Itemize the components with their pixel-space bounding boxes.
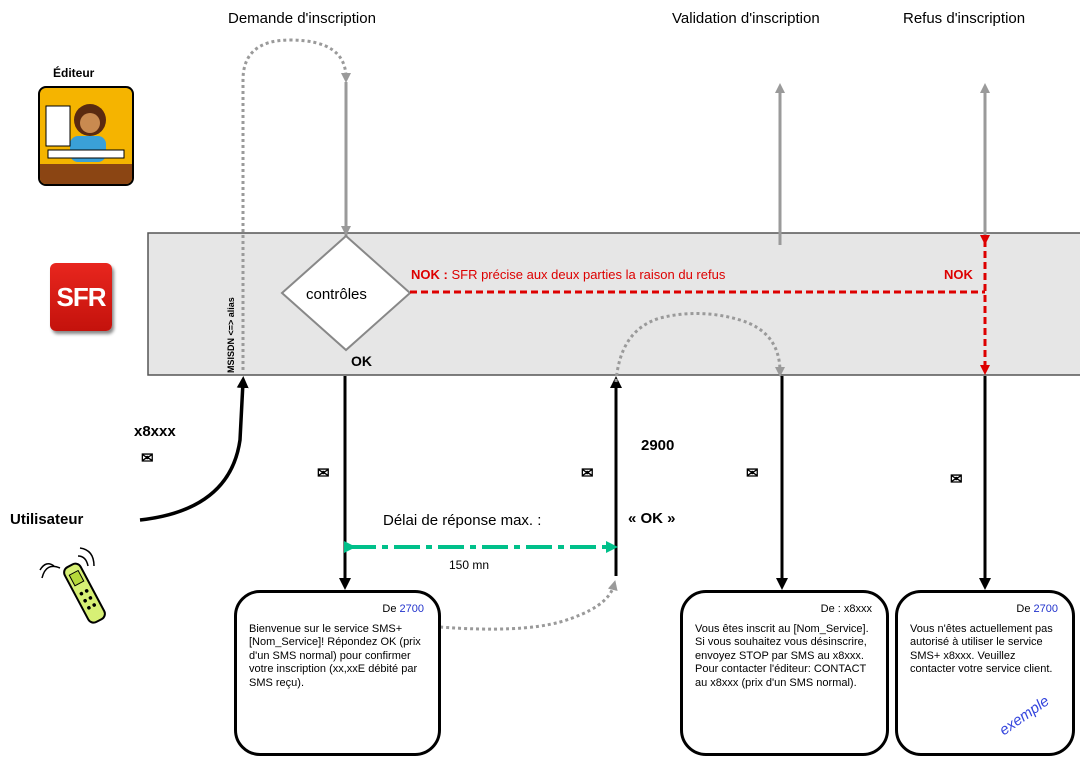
nok-prefix: NOK : xyxy=(411,267,448,282)
user-to-sfr-arrow xyxy=(139,376,249,522)
sfr-logo-icon: SFR xyxy=(50,263,112,331)
sms-body: Vous êtes inscrit au [Nom_Service]. Si v… xyxy=(695,622,869,689)
nok-text: SFR précise aux deux parties la raison d… xyxy=(451,267,726,282)
envelope-icon: ✉ xyxy=(746,465,759,482)
demande-loop-arrow xyxy=(241,38,351,370)
sms-validation: De : x8xxx Vous êtes inscrit au [Nom_Ser… xyxy=(680,590,889,756)
editor-at-desk-icon xyxy=(38,86,134,186)
ok-label: OK xyxy=(351,353,372,369)
mobile-phone-icon xyxy=(63,562,106,624)
delai-label: Délai de réponse max. : xyxy=(383,512,542,529)
x8xxx-label: x8xxx xyxy=(134,423,176,440)
nok-message: NOK : SFR précise aux deux parties la ra… xyxy=(411,267,725,282)
editeur-label: Éditeur xyxy=(53,66,95,80)
sms-refus: De 2700 Vous n'êtes actuellement pas aut… xyxy=(895,590,1075,756)
sms-body: Vous n'êtes actuellement pas autorisé à … xyxy=(910,622,1053,676)
envelope-icon: ✉ xyxy=(141,450,154,467)
envelope-icon: ✉ xyxy=(581,465,594,482)
nok-right-label: NOK xyxy=(944,267,973,282)
reply-to-validation-dotted xyxy=(614,312,785,383)
phone-ring-icon xyxy=(39,547,95,579)
header-validation: Validation d'inscription xyxy=(672,10,820,27)
delai-value: 150 mn xyxy=(449,558,490,572)
number-2900-label: 2900 xyxy=(641,437,675,454)
sms-sender: De : x8xxx xyxy=(820,603,872,615)
header-refus: Refus d'inscription xyxy=(903,10,1026,27)
sms-bienvenue: De 2700 Bienvenue sur le service SMS+ [N… xyxy=(234,590,441,756)
controles-diamond xyxy=(280,234,412,352)
msisdn-alias-label: MSISDN <=> alias xyxy=(226,297,236,373)
sms-body: Bienvenue sur le service SMS+ [Nom_Servi… xyxy=(249,622,421,689)
sms-sender: De 2700 xyxy=(382,603,424,615)
header-demande: Demande d'inscription xyxy=(228,10,376,27)
sms-to-reply-dotted xyxy=(439,580,618,631)
controles-label: contrôles xyxy=(306,286,367,303)
envelope-icon: ✉ xyxy=(317,465,330,482)
envelope-icon: ✉ xyxy=(950,471,963,488)
sfr-band xyxy=(147,232,1080,376)
ok-reply-label: « OK » xyxy=(628,510,676,527)
utilisateur-label: Utilisateur xyxy=(10,511,84,528)
sms-sender: De 2700 xyxy=(1016,603,1058,615)
